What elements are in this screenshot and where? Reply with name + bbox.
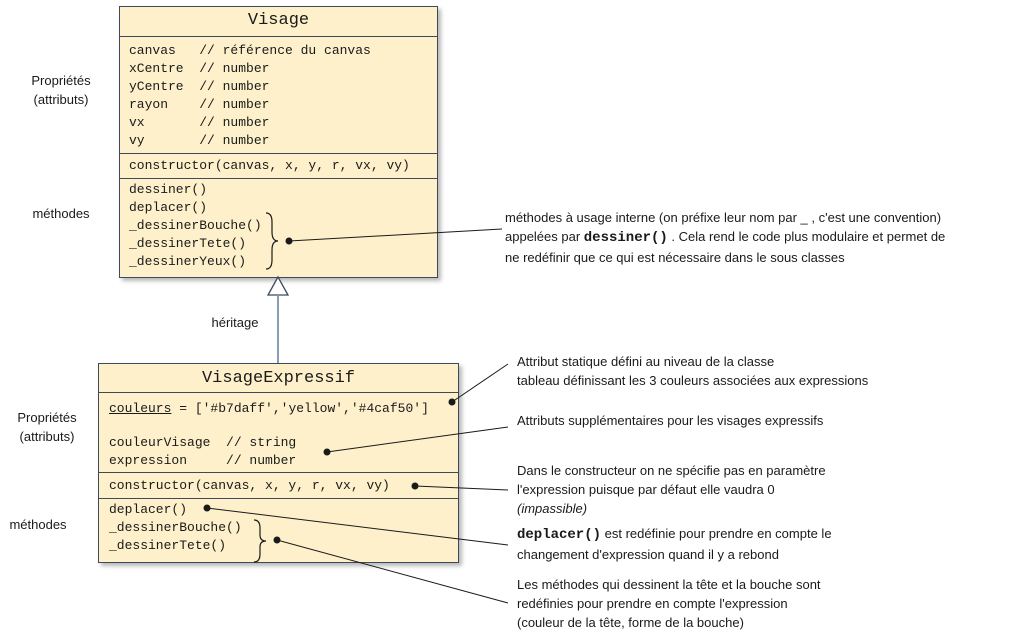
visage-prop: vx // number	[129, 115, 270, 130]
note-line: Dans le constructeur on ne spécifie pas …	[517, 463, 826, 478]
visage-class-title: Visage	[247, 11, 310, 30]
side-label-line: (attributs)	[33, 92, 89, 107]
visage-method: deplacer()	[129, 200, 208, 215]
expressif-static-attribute: couleurs = ['#b7daff','yellow','#4caf50'…	[109, 400, 429, 418]
inheritance-arrowhead	[266, 275, 290, 296]
note-line: changement d'expression quand il y a reb…	[517, 547, 779, 562]
note-deplacer: deplacer() est redéfinie pour prendre en…	[517, 524, 832, 564]
side-label-methods-2: méthodes	[9, 517, 67, 532]
expressif-prop: couleurVisage // string	[109, 435, 297, 450]
note-line: ne redéfinir que ce qui est nécessaire d…	[505, 250, 845, 265]
visage-method: _dessinerBouche()	[129, 218, 262, 233]
note-line: méthodes à usage interne (on préfixe leu…	[505, 210, 942, 225]
visage-method: dessiner()	[129, 182, 208, 197]
note-code: deplacer()	[517, 527, 602, 543]
visage-method: _dessinerTete()	[129, 236, 247, 251]
static-attribute-name: couleurs	[109, 401, 172, 416]
side-label-methods: méthodes	[32, 206, 90, 221]
visage-expressif-class-box: VisageExpressif couleurs = ['#b7daff','y…	[98, 363, 459, 563]
visage-class-box: Visage canvas // référence du canvas xCe…	[119, 6, 438, 278]
draw-methods-brace	[253, 519, 267, 563]
static-attribute-value: = ['#b7daff','yellow','#4caf50']	[171, 401, 429, 416]
visage-prop: yCentre // number	[129, 79, 270, 94]
note-line: deplacer() est redéfinie pour prendre en…	[517, 524, 832, 545]
note-extra-attributes: Attributs supplémentaires pour les visag…	[517, 413, 824, 428]
note-constructor: Dans le constructeur on ne spécifie pas …	[517, 461, 826, 518]
visage-prop: xCentre // number	[129, 61, 270, 76]
expressif-method: _dessinerTete()	[109, 538, 227, 553]
side-label-properties-2: Propriétés (attributs)	[6, 408, 88, 446]
side-label-properties: Propriétés (attributs)	[20, 71, 102, 109]
visage-prop: vy // number	[129, 133, 270, 148]
expressif-title-divider	[99, 392, 458, 393]
note-internal-methods: méthodes à usage interne (on préfixe leu…	[505, 208, 945, 267]
expressif-method: _dessinerBouche()	[109, 520, 242, 535]
side-label-line: (attributs)	[19, 429, 75, 444]
expressif-props-divider	[99, 472, 458, 473]
note-draw-methods: Les méthodes qui dessinent la tête et la…	[517, 575, 821, 632]
visage-title-divider	[120, 36, 437, 37]
visage-props-divider	[120, 153, 437, 154]
expressif-ctor-divider	[99, 498, 458, 499]
note-line: appelées par dessiner() . Cela rend le c…	[505, 227, 945, 248]
note-line: redéfinies pour prendre en compte l'expr…	[517, 596, 788, 611]
visage-method: _dessinerYeux()	[129, 254, 247, 269]
expressif-method: deplacer()	[109, 502, 188, 517]
note-text: est redéfinie pour prendre en compte le	[601, 526, 832, 541]
visage-ctor-divider	[120, 178, 437, 179]
heritage-label: héritage	[211, 315, 259, 330]
note-line: (impassible)	[517, 501, 588, 516]
note-line: tableau définissant les 3 couleurs assoc…	[517, 373, 869, 388]
note-line: Attribut statique défini au niveau de la…	[517, 354, 775, 369]
visage-prop: rayon // number	[129, 97, 270, 112]
note-line: l'expression puisque par défaut elle vau…	[517, 482, 775, 497]
visage-constructor: constructor(canvas, x, y, r, vx, vy)	[129, 158, 410, 173]
visage-prop: canvas // référence du canvas	[129, 43, 371, 58]
visage-expressif-class-title: VisageExpressif	[201, 369, 356, 388]
note-code: dessiner()	[583, 230, 668, 246]
note-static-attribute: Attribut statique défini au niveau de la…	[517, 352, 868, 390]
side-label-line: Propriétés	[31, 73, 91, 88]
note-line: (couleur de la tête, forme de la bouche)	[517, 615, 744, 630]
draw-methods-pointer	[276, 539, 509, 604]
note-text: appelées par	[505, 229, 584, 244]
internal-methods-pointer	[288, 228, 503, 242]
deplacer-pointer	[206, 507, 509, 546]
static-attribute-pointer	[451, 363, 509, 403]
expressif-constructor: constructor(canvas, x, y, r, vx, vy)	[109, 478, 390, 493]
note-text: . Cela rend le code plus modulaire et pe…	[667, 229, 946, 244]
internal-methods-brace	[265, 212, 279, 270]
expressif-prop: expression // number	[109, 453, 297, 468]
note-line: Les méthodes qui dessinent la tête et la…	[517, 577, 821, 592]
extra-attributes-pointer	[326, 426, 509, 453]
constructor-pointer	[414, 485, 509, 491]
side-label-line: Propriétés	[17, 410, 77, 425]
